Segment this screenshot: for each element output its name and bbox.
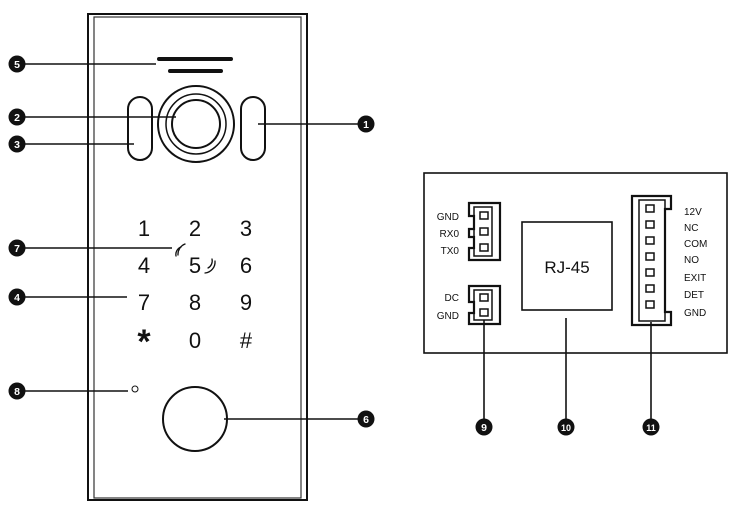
key-3[interactable]: 3 bbox=[240, 216, 252, 241]
callout-2: 2 bbox=[8, 108, 26, 126]
svg-text:1: 1 bbox=[363, 119, 369, 131]
pin-label-dc: DC bbox=[445, 293, 459, 304]
pin-label-exit: EXIT bbox=[684, 273, 706, 284]
svg-text:2: 2 bbox=[14, 112, 20, 124]
keypad: 1 2 3 4 5 6 7 8 9 * 0 # bbox=[137, 216, 252, 361]
key-0[interactable]: 0 bbox=[189, 328, 201, 353]
key-9[interactable]: 9 bbox=[240, 290, 252, 315]
pin-label-rx0: RX0 bbox=[440, 229, 460, 240]
camera-lens bbox=[171, 99, 221, 149]
svg-text:10: 10 bbox=[561, 423, 571, 433]
speaker-slot-bottom bbox=[168, 69, 223, 73]
svg-text:9: 9 bbox=[481, 422, 487, 434]
callout-9: 9 bbox=[475, 418, 493, 436]
key-hash[interactable]: # bbox=[240, 328, 253, 353]
svg-text:8: 8 bbox=[14, 386, 20, 398]
pin-label-12v: 12V bbox=[684, 207, 702, 218]
rj45-label: RJ-45 bbox=[544, 258, 589, 277]
pin-label-det: DET bbox=[684, 290, 704, 301]
pin-label-gnd-right: GND bbox=[684, 308, 706, 319]
pin-label-nc: NC bbox=[684, 223, 698, 234]
callout-11: 11 bbox=[642, 418, 660, 436]
key-5[interactable]: 5 bbox=[189, 253, 201, 278]
connector-2pin bbox=[467, 284, 502, 326]
call-button[interactable] bbox=[162, 386, 228, 452]
rj45-port bbox=[521, 221, 613, 311]
key-7[interactable]: 7 bbox=[138, 290, 150, 315]
key-8[interactable]: 8 bbox=[189, 290, 201, 315]
callout-4: 4 bbox=[8, 288, 26, 306]
ir-led-left bbox=[127, 96, 153, 161]
rfid-icon bbox=[175, 243, 216, 274]
pin-label-tx0: TX0 bbox=[441, 246, 460, 257]
svg-text:11: 11 bbox=[646, 423, 656, 433]
key-star[interactable]: * bbox=[137, 323, 151, 361]
pin-label-com: COM bbox=[684, 239, 707, 250]
svg-text:3: 3 bbox=[14, 139, 20, 151]
pin-label-gnd-bottom: GND bbox=[437, 311, 459, 322]
key-2[interactable]: 2 bbox=[189, 216, 201, 241]
callout-1: 1 bbox=[357, 115, 375, 133]
key-6[interactable]: 6 bbox=[240, 253, 252, 278]
pin-label-gnd-top: GND bbox=[437, 212, 459, 223]
callout-10: 10 bbox=[557, 418, 575, 436]
svg-text:5: 5 bbox=[14, 59, 20, 71]
connector-7pin bbox=[630, 194, 673, 327]
ir-led-right bbox=[240, 96, 266, 161]
key-1[interactable]: 1 bbox=[138, 216, 150, 241]
callout-8: 8 bbox=[8, 382, 26, 400]
connector-3pin bbox=[467, 201, 502, 262]
svg-text:6: 6 bbox=[363, 414, 369, 426]
pin-label-no: NO bbox=[684, 255, 699, 266]
microphone-hole bbox=[131, 385, 139, 393]
bottom-leaders bbox=[483, 318, 652, 420]
speaker-slot-top bbox=[157, 57, 233, 61]
svg-text:7: 7 bbox=[14, 243, 20, 255]
svg-text:4: 4 bbox=[14, 292, 20, 304]
key-4[interactable]: 4 bbox=[138, 253, 150, 278]
callout-3: 3 bbox=[8, 135, 26, 153]
callout-7: 7 bbox=[8, 239, 26, 257]
callout-6: 6 bbox=[357, 410, 375, 428]
callout-5: 5 bbox=[8, 55, 26, 73]
leader-lines bbox=[24, 63, 360, 420]
